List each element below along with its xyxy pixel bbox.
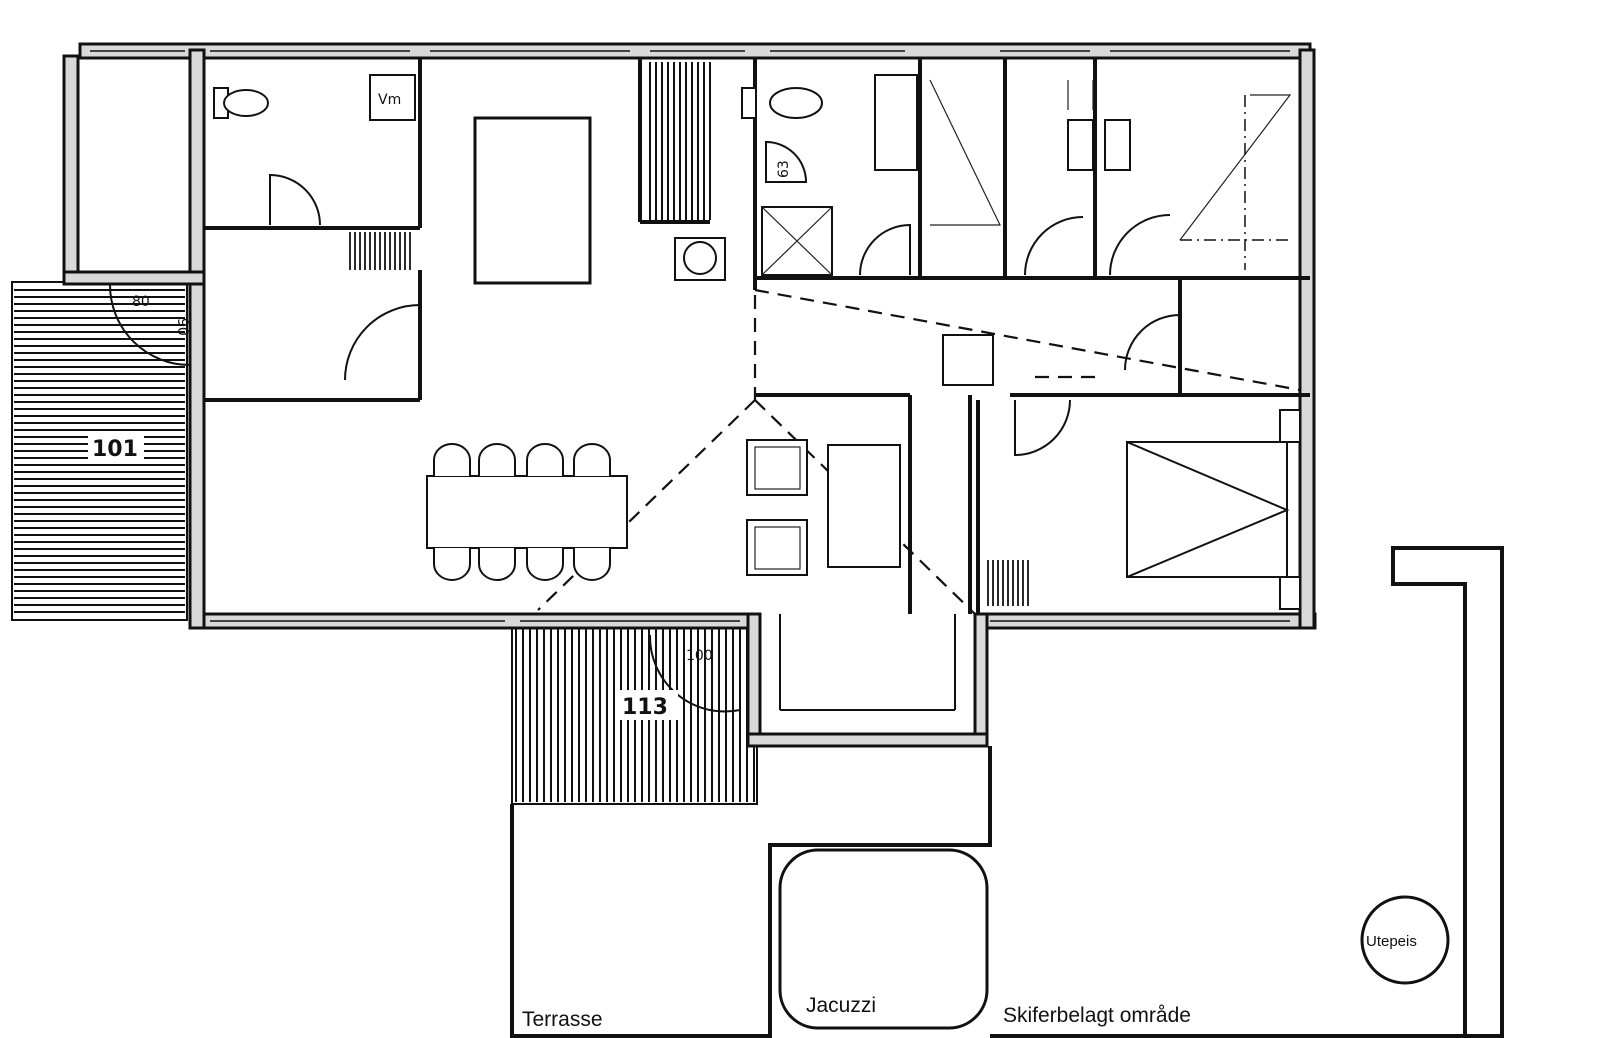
chair — [433, 548, 471, 581]
stairs — [349, 232, 411, 270]
dining-table — [426, 475, 628, 549]
armchair — [746, 439, 808, 496]
bath-counter — [874, 74, 918, 171]
chair — [478, 548, 516, 581]
jacuzzi — [778, 848, 989, 1030]
chair — [478, 443, 516, 476]
fireplace-label: Utepeis — [1366, 933, 1417, 950]
stove-icon — [674, 237, 726, 281]
chair — [433, 443, 471, 476]
sauna-bench — [649, 62, 711, 220]
deck-113-label: 113 — [622, 695, 668, 720]
armchair — [746, 519, 808, 576]
chair — [573, 443, 611, 476]
fireplace-outdoor — [1360, 895, 1450, 985]
stairs-master — [987, 560, 1029, 606]
toilet-icon — [213, 87, 269, 119]
coffee-table — [827, 444, 901, 568]
chair — [573, 548, 611, 581]
doors — [109, 173, 1181, 713]
deck-101 — [11, 281, 188, 621]
chair — [526, 548, 564, 581]
kitchen-appliance — [942, 334, 994, 386]
window-marks — [90, 50, 1290, 622]
slate-area-outline — [990, 546, 1504, 1038]
interior-walls — [204, 58, 1310, 711]
master-bed — [1126, 409, 1301, 610]
bed-bedroom-3 — [1104, 94, 1292, 270]
chimney — [473, 116, 592, 285]
dining-chairs — [433, 443, 611, 581]
door-100-label: 100 — [686, 648, 713, 664]
bed-bedroom-2 — [1067, 80, 1094, 171]
deck-113 — [511, 613, 758, 805]
washer-label: Vm — [378, 92, 401, 108]
shower — [761, 206, 833, 276]
toilet-icon — [741, 87, 823, 119]
jacuzzi-label: Jacuzzi — [806, 994, 876, 1017]
dashed-lines — [537, 288, 1301, 615]
slate-area-label: Skiferbelagt område — [1003, 1004, 1191, 1027]
shower-door — [765, 140, 808, 183]
shower-label: 63 — [776, 160, 792, 178]
washer-box — [369, 74, 416, 121]
bed-bedroom-1 — [929, 79, 1001, 226]
terrace-outline — [510, 746, 992, 1038]
door-90-label: 90 — [174, 318, 190, 336]
door-80-label: 80 — [132, 294, 150, 310]
chair — [526, 443, 564, 476]
deck-101-label: 101 — [92, 437, 138, 462]
terrace-label: Terrasse — [522, 1008, 603, 1031]
